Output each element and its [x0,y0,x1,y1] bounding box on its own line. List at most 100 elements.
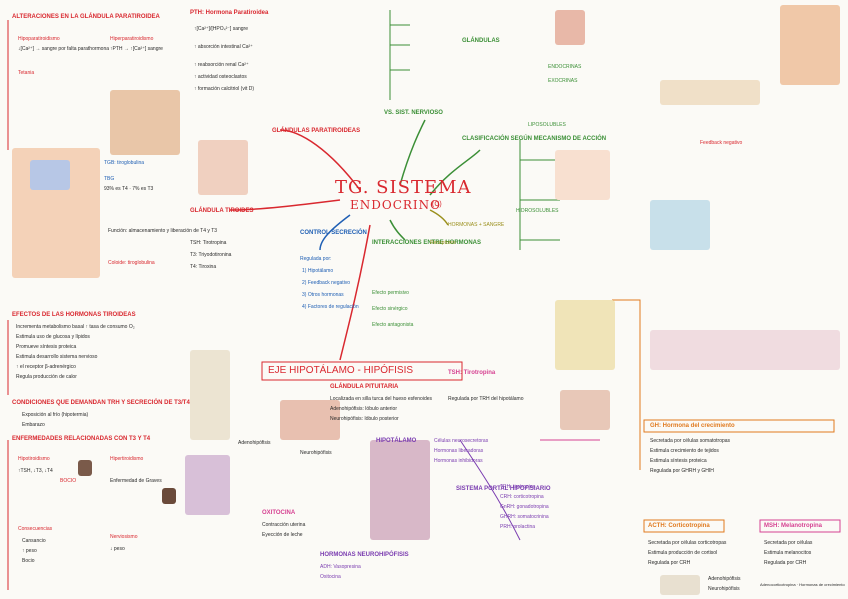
cell-receptor-image [650,200,710,250]
liposolubles-label: LIPOSOLUBLES [528,122,566,128]
hipotalamo-heading: HIPOTÁLAMO [376,438,417,444]
cons-item-3: Bocio [22,558,35,564]
pth-item-3: ↑ reabsorción renal Ca²⁺ [194,62,249,68]
msh-box [759,519,841,533]
hormone-icons [660,80,760,105]
gh-heading: GH: Hormona del crecimiento [650,423,735,429]
hiperpara-label: Hiperparatiroidismo [110,36,154,42]
tsh-detail: Regulada por TRH del hipotálamo [448,396,524,402]
interacciones-item-3: Efecto antagonista [372,322,414,328]
legend-image [660,575,700,595]
tiroides-item-3: T4: Tiroxina [190,264,217,270]
msh-heading: MSH: Melanotropina [764,523,822,529]
interacciones-heading: INTERACCIONES ENTRE HORMONAS [372,240,482,246]
clasificacion-heading: CLASIFICACIÓN SEGÚN MECANISMO DE ACCIÓN [462,136,607,142]
receptores-label: Receptores [430,240,456,246]
acth-heading: ACTH: Corticotropina [648,523,710,529]
control-item-5: 4) Factores de regulación [302,304,359,310]
glandulas-paratiroideas-label: GLÁNDULAS PARATIROIDEAS [272,128,361,134]
pth-item-2: ↑ absorción intestinal Ca²⁺ [194,44,253,50]
tbg-label: TBG [104,176,115,182]
pth-item-5: ↑ formación calcitriol (vit D) [194,86,255,92]
alteraciones-heading: ALTERACIONES EN LA GLÁNDULA PARATIROIDEA [12,14,160,20]
control-heading: CONTROL SECRECIÓN [300,230,367,236]
hipotalamo-item-2: Hormonas liberadoras [434,448,484,454]
goiter-image-2 [162,488,176,504]
pth-item-1: ↑[Ca²⁺]/[HPO₄²⁻] sangre [194,26,248,32]
hipo-list-1: TRH: tirotropina [500,484,536,490]
thyroid-follicle-image [30,160,70,190]
neck-image [198,140,248,195]
branch-to-clasificacion [429,149,481,196]
hipo-detail: ↓[Ca²⁺] → sangre por falta parathormona [18,46,110,52]
signal-diagram [555,300,615,370]
gh-box [643,419,835,433]
hormonas-neuro-heading: HORMONAS NEUROHIPÓFISIS [320,552,409,558]
efectos-item-6: Regula producción de calor [16,374,77,380]
eje-box [261,361,463,381]
center-subtitle: ENDOCRINO [350,198,442,212]
hipotiroidismo-label: Hipotiroidismo [18,456,50,462]
efectos-item-5: ↑ el receptor β-adrenérgico [16,364,76,370]
control-item-2: 1) Hipotálamo [302,268,334,274]
branch-green-top [389,10,410,100]
tiroides-item-2: T3: Triyodotironina [190,252,232,258]
efectos-item-3: Promueve síntesis proteica [16,344,77,350]
cell-image-2 [555,150,610,200]
hipo-list-2: CRH: corticotropina [500,494,544,500]
endocrine-body-image [780,5,840,85]
bone-diagram [190,350,230,440]
interacciones-item-1: Efecto permisivo [372,290,409,296]
eje-heading: EJE HIPOTÁLAMO - HIPÓFISIS [268,365,414,376]
gh-item-3: Estimula síntesis proteica [650,458,707,464]
hidrosolubles-label: HIDROSOLUBLES [516,208,559,214]
pth-heading: PTH: Hormona Paratiroidea [190,10,269,16]
pth-item-4: ↑ actividad osteoclastos [194,74,247,80]
branch-green-mid [519,140,560,250]
branch-to-eje [339,224,371,361]
gh-item-1: Secretada por células somatotropas [650,438,731,444]
cons-item-1: Cansancio [22,538,46,544]
glandulas-label: GLÁNDULAS [462,38,500,44]
portal-heading: SISTEMA PORTAL HIPOFISIARIO [456,486,551,492]
bocio-label: BOCIO [60,478,77,484]
tiroides-item-1: TSH: Tirotropina [190,240,227,246]
vs-nervioso-label: VS. SIST. NERVIOSO [384,110,443,116]
embarazo-label: Embarazo [22,422,45,428]
hipo-list-5: PRH: prolactina [500,524,536,530]
hormonas-neuro-item-1: ADH: Vasopresina [320,564,361,570]
acth-item-3: Regulada por CRH [648,560,691,566]
tsh-t3-label: ↑TSH, ↓T3, ↓T4 [18,468,53,474]
control-item-1: Regulada por: [300,256,332,262]
hipotalamo-item-3: Hormonas inhibidoras [434,458,483,464]
purple-branch [459,439,521,541]
tetania-label: Tetania [18,70,35,76]
hiper-detail: ↑PTH → ↑[Ca²⁺] sangre [110,46,163,52]
eje-item-1: Localizada en silla turca del hueso esfe… [330,396,433,402]
acth-item-1: Secretada por células corticotropas [648,540,727,546]
hipopara-label: Hipoparatiroidismo [18,36,60,42]
frio-label: Exposición al frío (hipotermia) [22,412,89,418]
efectos-heading: EFECTOS DE LAS HORMONAS TIROIDEAS [12,312,136,318]
endocrinas-label: ENDOCRINAS [548,64,582,70]
efectos-item-1: Incrementa metabolismo basal ↑ tasa de c… [16,324,135,330]
hormonas-sangre-label: HORMONAS + SANGRE [448,222,505,228]
hipertiroidismo-label: Hipertiroidismo [110,456,144,462]
adrenal-image [185,455,230,515]
pituitaria-heading: GLÁNDULA PITUITARIA [330,384,399,390]
branch-to-tiroides [229,199,341,211]
adenohipofisis-label: Adenohipófisis [238,440,271,446]
legend-adeno: Adenohipófisis [708,576,741,582]
oxitocina-item-2: Eyección de leche [262,532,303,538]
efectos-item-2: Estimula uso de glucosa y lípidos [16,334,90,340]
legend-neuro: Neurohipófisis [708,586,740,592]
kidney-image [555,10,585,45]
msh-item-1: Secretada por células [764,540,813,546]
control-item-3: 2) Feedback negativo [302,280,351,286]
branch-to-control [319,214,351,251]
tiroides-funcion: Función: almacenamiento y liberación de … [108,228,218,234]
eje-item-2: Adenohipófisis: lóbulo anterior [330,406,397,412]
tgb-label: TGB: tiroglobulina [104,160,145,166]
hipo-list-4: GHRH: somatocrinina [500,514,549,520]
